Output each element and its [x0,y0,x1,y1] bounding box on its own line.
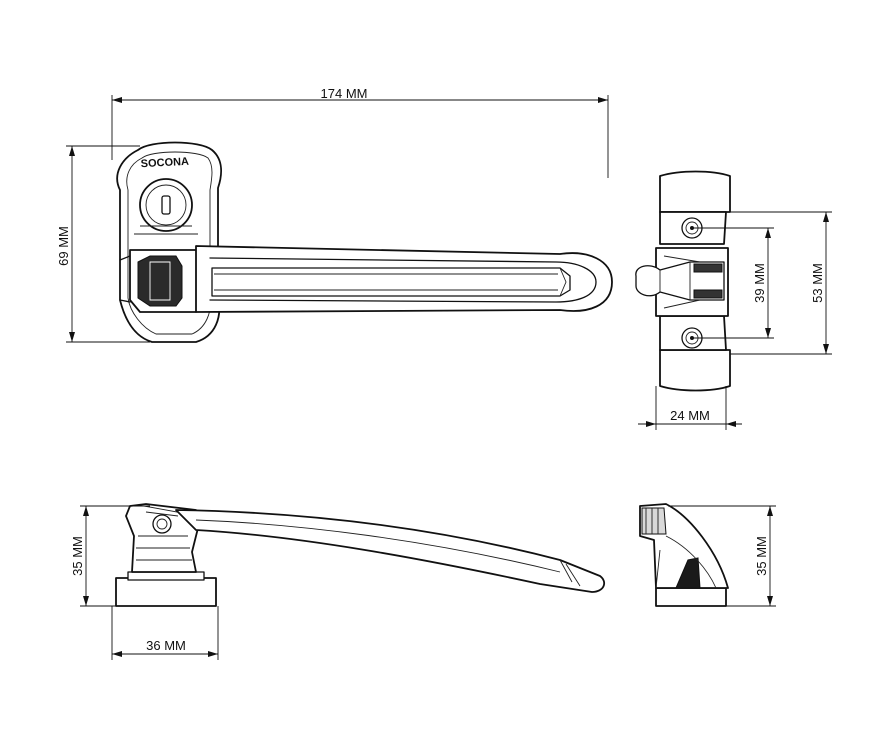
side-arm [175,509,606,593]
dim-label-hole-spacing: 39 MM [752,263,767,303]
dim-label-end-height: 35 MM [754,536,769,576]
side-body [125,503,199,573]
dimension-39: 39 MM [692,227,774,339]
dimension-53: 53 MM [730,211,832,355]
side-base [115,577,217,607]
dimension-24: 24 MM [638,386,742,430]
keeper-bottom-cap [659,349,731,392]
dim-label-keeper-height: 53 MM [810,263,825,303]
keeper-top-cap [659,170,731,213]
dimension-35-end: 35 MM [668,505,776,607]
side-view [115,503,606,607]
end-base [655,587,727,607]
dim-label-side-height: 35 MM [70,536,85,576]
arm-slot [211,267,571,297]
dim-label-keeper-width: 24 MM [670,408,710,423]
end-view [639,503,729,607]
key-slot [161,195,171,215]
dim-label-base-width: 36 MM [146,638,186,653]
dim-label-overall-length: 174 MM [321,86,368,101]
brand-logo: SOCONA [140,156,189,171]
dim-label-front-height: 69 MM [56,226,71,266]
front-view: SOCONA [116,141,613,343]
dimension-69: 69 MM [56,145,150,343]
dimension-36: 36 MM [111,606,219,660]
dimension-174: 174 MM [111,86,609,178]
keeper-view [635,170,731,392]
dimension-35-side: 35 MM [70,505,150,607]
